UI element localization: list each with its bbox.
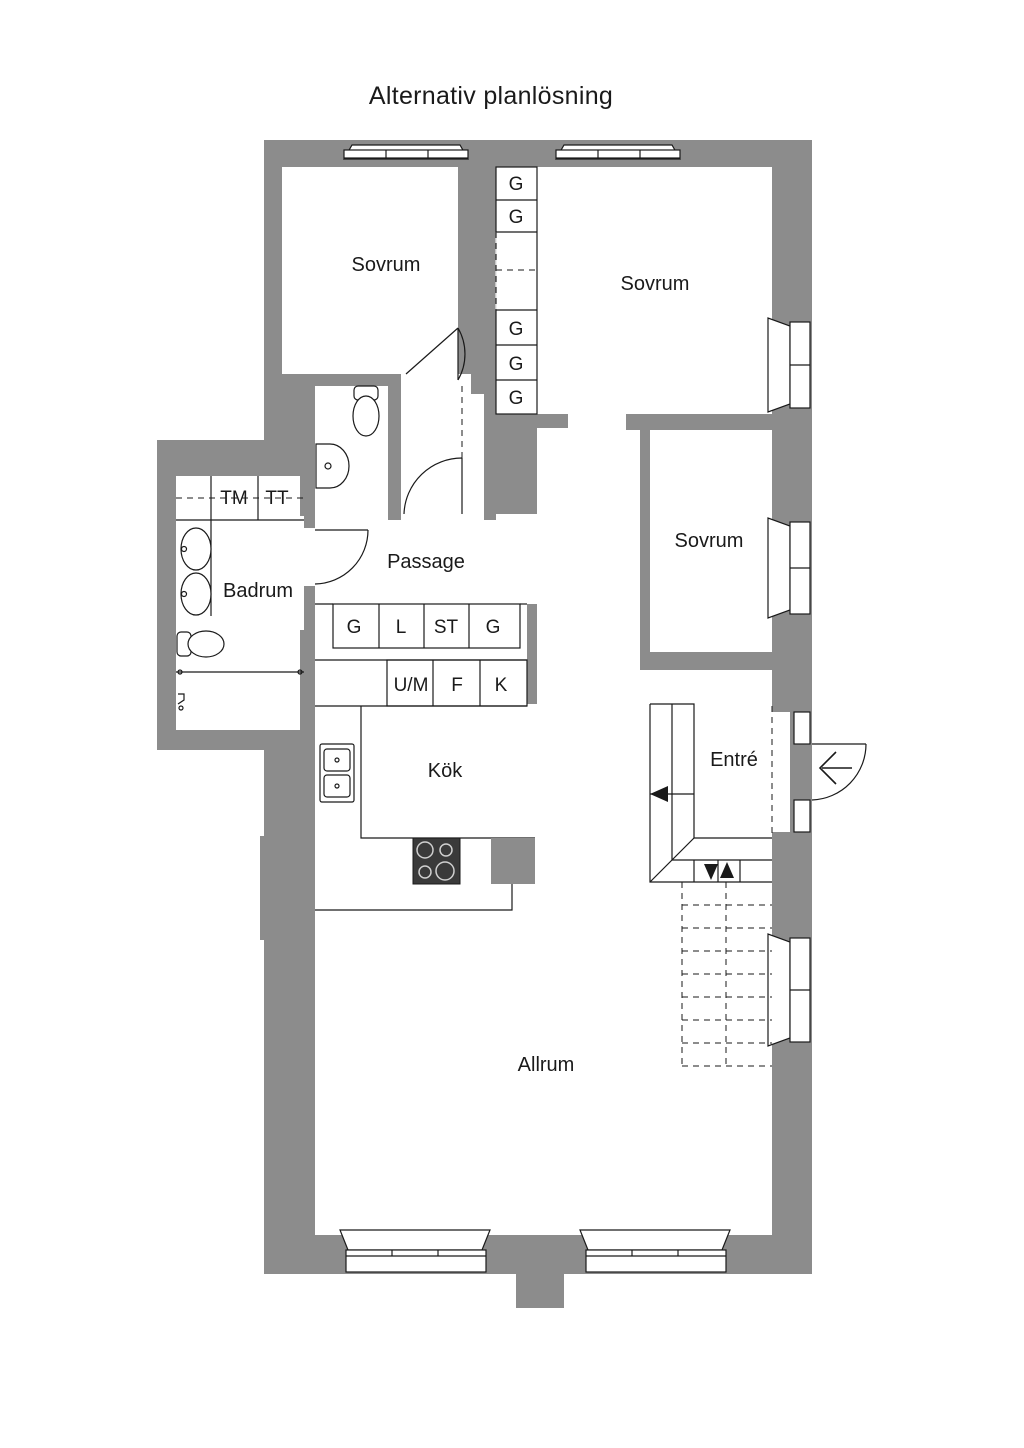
kitchen-sink-icon — [319, 743, 355, 803]
room-label-sovrum: Sovrum — [621, 273, 690, 295]
wardrobe-label: G — [509, 319, 524, 340]
kitchen-column — [491, 838, 535, 884]
wardrobe-label: G — [509, 388, 524, 409]
washbasin-icon — [180, 527, 212, 616]
cabinet-label: F — [451, 675, 463, 696]
window-bottom-right — [579, 1229, 731, 1273]
window-bottom-left — [339, 1229, 491, 1273]
room-label-entre: Entré — [710, 749, 758, 771]
sink-icon — [315, 443, 350, 489]
toilet-icon — [352, 385, 380, 437]
window-right-1 — [767, 317, 811, 413]
window-top-left — [342, 144, 470, 160]
cabinet-label: K — [495, 675, 508, 696]
toilet-icon — [176, 630, 225, 658]
floor-areas — [176, 167, 790, 1235]
cabinet-label: G — [347, 617, 362, 638]
stove-icon — [412, 837, 461, 885]
cabinet-label: G — [486, 617, 501, 638]
cabinet-label: L — [396, 617, 407, 638]
cabinet-label: TT — [265, 488, 289, 509]
doors — [314, 327, 867, 838]
cabinet-label: TM — [220, 488, 247, 509]
room-label-passage: Passage — [387, 551, 465, 573]
room-label-sovrum: Sovrum — [675, 530, 744, 552]
shower-icon — [176, 669, 304, 711]
cabinet-label: ST — [434, 617, 459, 638]
wardrobe-label: G — [509, 174, 524, 195]
door-entry — [771, 706, 867, 838]
arrow-left-icon — [818, 751, 852, 785]
room-label-badrum: Badrum — [223, 580, 293, 602]
wardrobe-label: G — [509, 207, 524, 228]
plan-title: Alternativ planlösning — [368, 82, 614, 110]
room-label-kok: Kök — [428, 760, 463, 782]
stair-arrow-icon — [650, 786, 734, 880]
staircase — [649, 703, 772, 1067]
cabinet-label: U/M — [394, 675, 429, 696]
windows — [339, 144, 811, 1273]
door-toilet — [403, 386, 463, 515]
interior-walls — [176, 140, 772, 836]
wardrobe-label: G — [509, 354, 524, 375]
window-right-3 — [767, 933, 811, 1047]
room-label-sovrum: Sovrum — [352, 254, 421, 276]
window-right-2 — [767, 517, 811, 619]
kitchen-counters — [315, 659, 535, 911]
window-top-right — [554, 144, 682, 160]
door-bathroom — [314, 529, 369, 585]
room-label-allrum: Allrum — [518, 1054, 575, 1076]
wardrobe-column — [495, 166, 538, 415]
door-bedroom-top-left — [405, 327, 466, 381]
